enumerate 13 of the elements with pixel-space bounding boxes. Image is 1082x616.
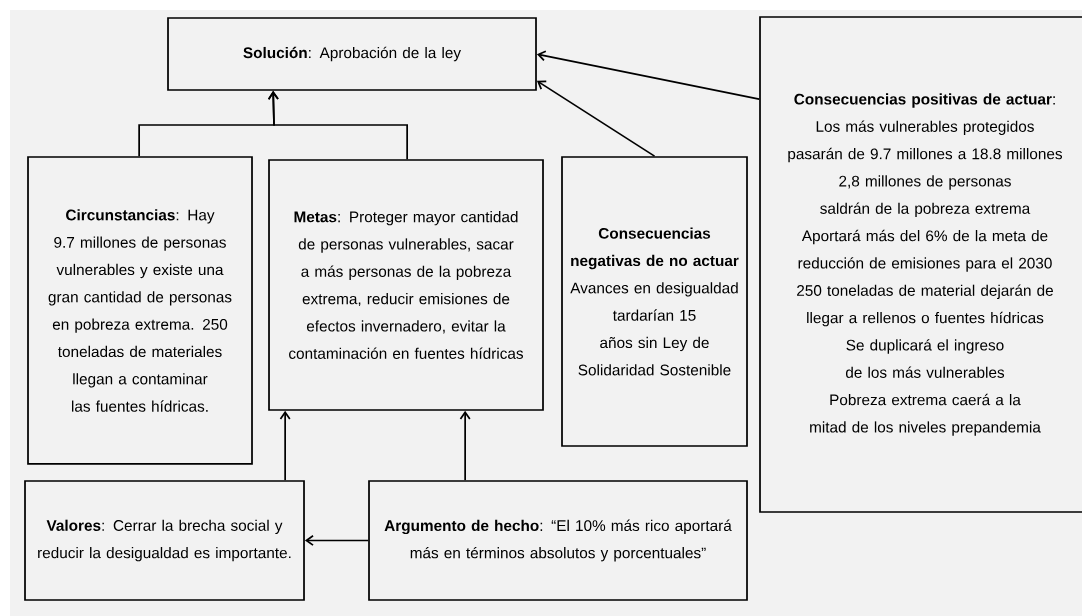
argument-box: Argumento de hecho: “El 10% más rico aportará más en términos absolutos y porcentuales” [368, 480, 748, 601]
consequences-box: Consecuencias positivas de actuar: Los más vulnerables protegidos pasarán de 9.7 millones a 18.8 millones 2,8 millones de personas saldrán de la pobreza extrema Aportará más del 6% de la meta de reducción de emisiones para el 2030 250 toneladas de material dejarán de llegar a rellenos o fuentes hídricas Se duplicará el ingreso de los más vulnerables Pobreza extrema caerá a la mitad de los niveles prepandemia [759, 16, 1082, 513]
arrow [267, 90, 408, 160]
solution-box: Solución: Aprobación de la ley [167, 17, 537, 91]
values-box: Valores: Cerrar la brecha social y reducir la desigualdad es importante. [24, 480, 305, 601]
goals-box: Metas: Proteger mayor cantidad de personas vulnerables, sacar a más personas de la pobreza extrema, reducir emisiones de efectos invernadero, evitar la contaminación en fuentes hídricas [268, 159, 544, 411]
arrow [536, 80, 656, 157]
arrow [279, 410, 291, 481]
arrow [304, 534, 369, 547]
arrow [536, 50, 760, 100]
arrow [459, 410, 471, 481]
consequences-box: Consecuencias negativas de no actuar Avances en desigualdad tardarían 15 años sin Ley de Solidaridad Sostenible [561, 156, 748, 447]
circumstances-box: Circunstancias: Hay 9.7 millones de personas vulnerables y existe una gran cantidad de personas en pobreza extrema. 250 toneladas de materiales llegan a contaminar las fuentes hídricas. [27, 156, 253, 465]
